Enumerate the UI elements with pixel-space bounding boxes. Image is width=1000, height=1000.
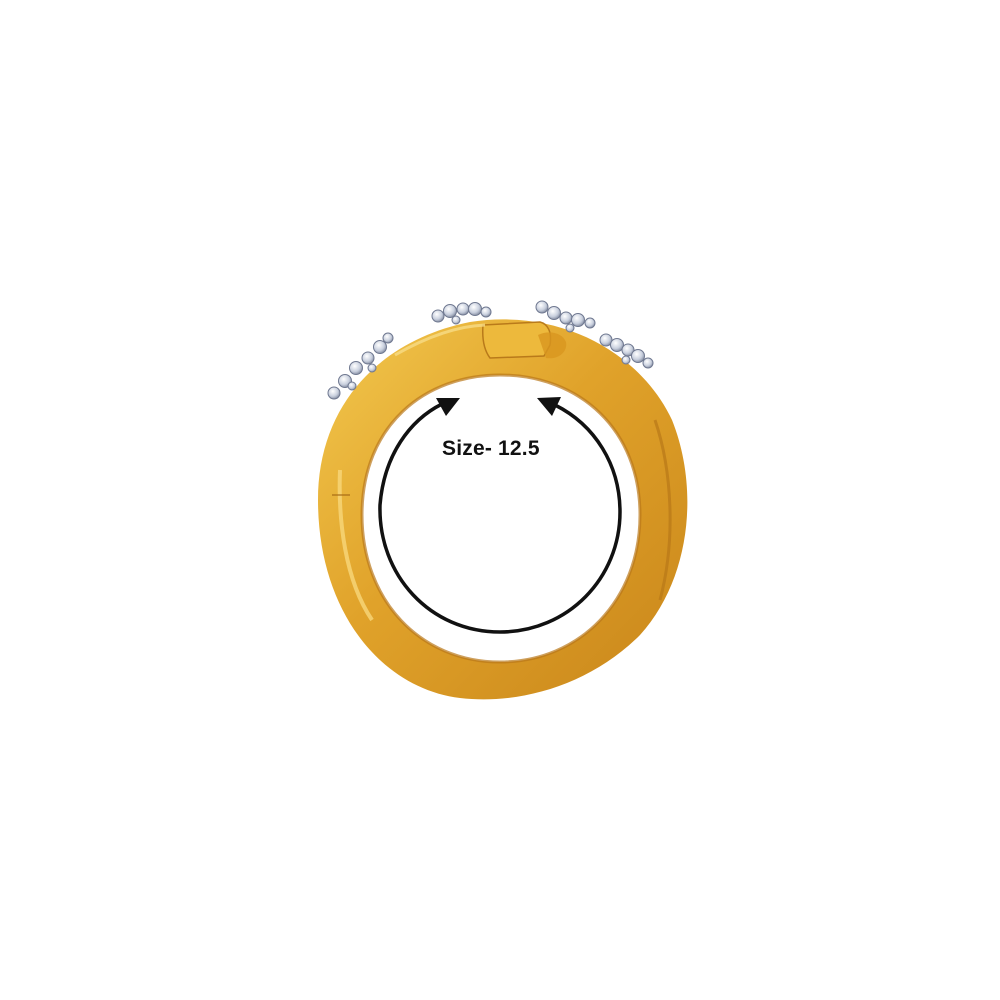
stone-cluster-top-right: [535, 300, 596, 333]
stone-cluster-left: [327, 332, 394, 400]
ring-size-label: Size- 12.5: [442, 437, 540, 460]
ring-band: [318, 319, 688, 700]
circular-arrow-icon: [378, 397, 622, 634]
stone-cluster-top-left: [431, 302, 492, 325]
stone-cluster-right: [599, 333, 654, 369]
